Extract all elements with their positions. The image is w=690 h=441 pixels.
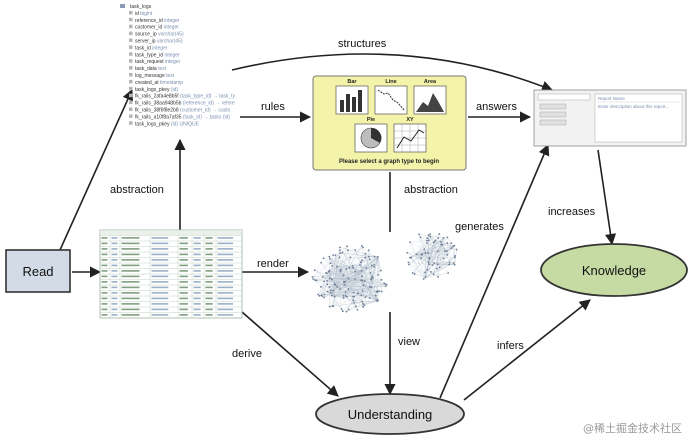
node-read: Read [5, 249, 71, 293]
label-increases: increases [548, 206, 596, 218]
node-understanding-label: Understanding [348, 407, 433, 422]
field-icon [129, 45, 133, 49]
node-read-label: Read [22, 264, 53, 279]
label-structures: structures [338, 38, 387, 50]
field-icon [129, 107, 133, 111]
edge-labels: structures rules answers abstraction abs… [110, 38, 596, 360]
field-icon [129, 59, 133, 63]
network-graph-small [406, 233, 458, 280]
field-icon [129, 52, 133, 56]
schema-field: task_request integer [135, 59, 181, 65]
node-knowledge: Knowledge [540, 243, 688, 297]
watermark: @稀土掘金技术社区 [583, 421, 682, 435]
data-table [99, 229, 243, 319]
schema-field: source_ip varchar(45) [135, 32, 184, 38]
report-title: Report Name [598, 96, 625, 101]
data-table-grid [99, 229, 243, 319]
schema-field: fk_rails_2afa4e8b5f (task_type_id) → tas… [135, 94, 236, 100]
schema-field: fk_rails_38aa948b5b (reference_id) → ref… [135, 101, 235, 107]
field-icon [129, 121, 133, 125]
label-abstraction-mid: abstraction [404, 184, 458, 196]
chart-option-area[interactable]: Area [413, 79, 447, 115]
schema-field: created_at timestamp [135, 80, 183, 86]
edge-increases [597, 149, 617, 246]
schema-field: fk_rails_38f6f8e2b8 (customer_id) → cust… [135, 108, 231, 114]
field-icon [129, 93, 133, 98]
bar-chart-icon [340, 90, 362, 112]
chart-option-pie-label: Pie [367, 117, 375, 123]
pie-chart-icon [360, 127, 382, 149]
chart-option-bar-label: Bar [347, 79, 357, 85]
network-graph-large [311, 244, 388, 313]
chart-option-xy[interactable]: XY [393, 117, 427, 153]
label-generates: generates [455, 221, 504, 233]
label-answers: answers [476, 101, 517, 113]
report-button-1[interactable] [539, 103, 567, 110]
field-icon [129, 66, 133, 70]
schema-field: log_message text [135, 73, 175, 79]
schema-field: task_logs_pkey (id) UNIQUE [135, 121, 200, 127]
edge-structures [231, 53, 554, 92]
edge-infers [463, 299, 591, 401]
field-icon [129, 31, 133, 36]
field-icon [129, 38, 133, 42]
field-icon [129, 114, 133, 118]
field-icon [129, 73, 133, 77]
chart-panel-prompt: Please select a graph type to begin [339, 159, 439, 165]
schema-field: task_logs_pkey (id) [135, 87, 178, 93]
report-selector[interactable] [537, 93, 591, 101]
schema-table-name: task_logs [130, 4, 152, 10]
field-icon [129, 100, 133, 105]
schema-field: server_ip varchar(45) [135, 39, 183, 45]
schema-field: id bigint [135, 11, 153, 17]
field-icon [129, 24, 133, 29]
schema-field: fk_rails_a10f8a7af35 (task_id) → tasks (… [135, 114, 230, 120]
label-infers: infers [497, 340, 524, 352]
schema-field: task_type_id integer [135, 52, 180, 58]
schema-field: task_id integer [135, 45, 168, 51]
xy-chart-icon [394, 124, 426, 152]
report-form[interactable] [594, 93, 683, 143]
label-rules: rules [261, 101, 285, 113]
edges [59, 53, 617, 401]
label-derive: derive [232, 348, 262, 360]
label-view: view [398, 336, 420, 348]
schema-field: reference_id integer [135, 18, 180, 24]
table-icon [120, 4, 125, 8]
field-icon [129, 86, 133, 91]
schema-field: customer_id integer [135, 25, 179, 31]
edge-derive [241, 311, 339, 397]
chart-option-line-label: Line [385, 79, 396, 85]
field-icon [129, 10, 133, 15]
chart-option-bar[interactable]: Bar [335, 79, 369, 115]
schema-field: task_data text [135, 66, 167, 72]
chart-option-area-label: Area [424, 79, 437, 85]
edge-read-to-schema [59, 88, 133, 251]
node-knowledge-label: Knowledge [582, 263, 646, 278]
edge-generates [439, 143, 550, 399]
report-description: Enter description about this report... [598, 104, 669, 109]
chart-option-xy-label: XY [406, 117, 414, 123]
chart-option-pie[interactable]: Pie [354, 117, 388, 153]
area-chart-icon [416, 93, 444, 112]
chart-type-panel: Bar Line Area Pie [312, 75, 467, 171]
label-render: render [257, 258, 289, 270]
field-icon [129, 79, 133, 84]
field-icon [129, 17, 133, 22]
report-button-3[interactable] [539, 119, 567, 126]
report-window: Report Name Enter description about this… [533, 89, 687, 147]
chart-option-line[interactable]: Line [374, 79, 408, 115]
line-chart-icon [377, 89, 405, 111]
node-understanding: Understanding [315, 393, 465, 435]
report-button-2[interactable] [539, 111, 567, 118]
label-abstraction-left: abstraction [110, 184, 164, 196]
